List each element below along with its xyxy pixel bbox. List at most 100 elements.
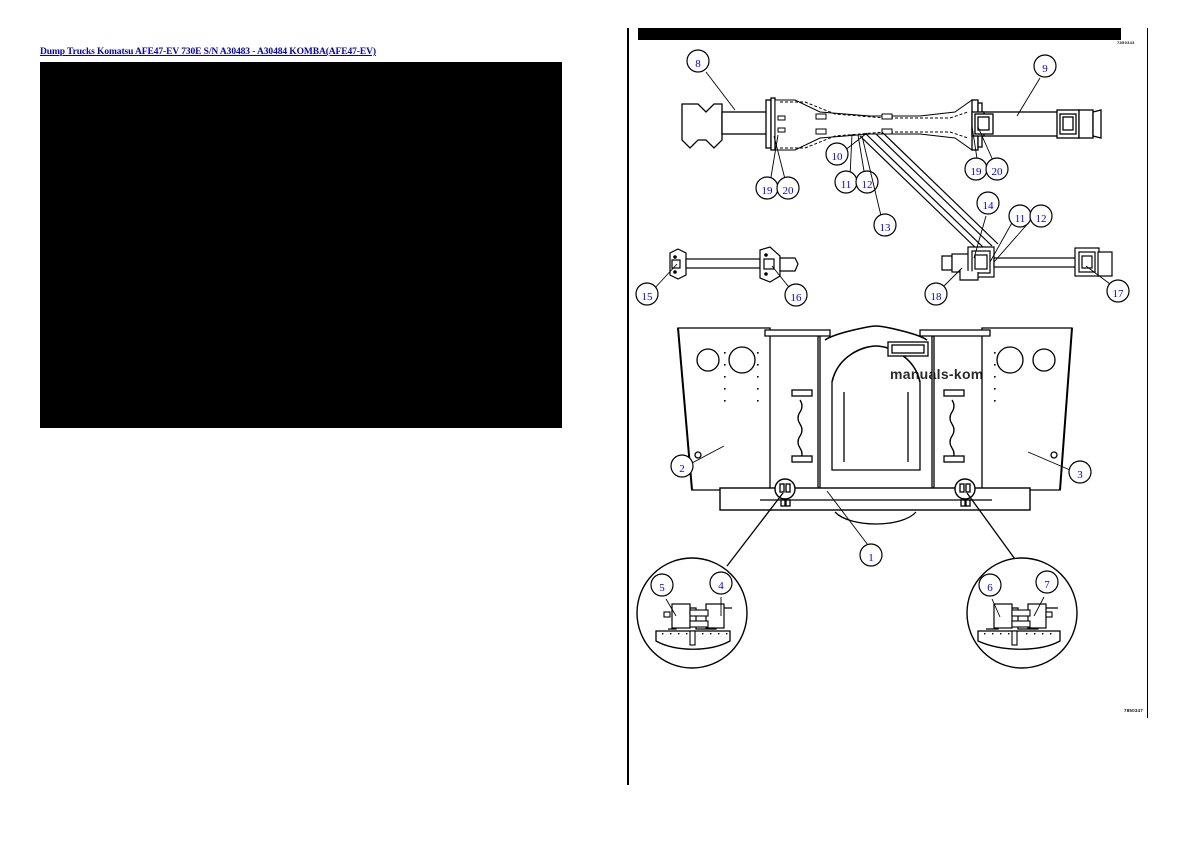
callout-8[interactable]: 8 <box>686 49 736 111</box>
callout-leader-line <box>1033 596 1045 617</box>
callout-number: 19 <box>762 185 774 197</box>
callout-number: 14 <box>983 200 995 212</box>
callout-leader-line <box>861 135 883 221</box>
callout-bubble[interactable] <box>855 170 879 194</box>
callout-leader-line <box>826 490 872 550</box>
callout-bubble[interactable] <box>873 213 897 237</box>
callout-20b[interactable]: 20 <box>977 126 1009 181</box>
callout-leader-line <box>705 71 736 111</box>
callout-number: 20 <box>783 185 795 197</box>
callout-4[interactable]: 4 <box>709 571 733 616</box>
callout-1[interactable]: 1 <box>826 490 883 567</box>
page-header-bar <box>638 28 1121 40</box>
callout-bubble[interactable] <box>978 573 1002 597</box>
callout-leader-line <box>769 134 779 184</box>
callout-leader-line <box>665 598 677 617</box>
callout-number: 7 <box>1044 579 1050 591</box>
callout-leader-line <box>691 445 725 464</box>
callout-9[interactable]: 9 <box>1016 54 1057 117</box>
document-title-link[interactable]: Dump Trucks Komatsu AFE47-EV 730E S/N A3… <box>40 47 376 57</box>
left-preview-panel: Dump Trucks Komatsu AFE47-EV 730E S/N A3… <box>40 47 562 428</box>
callout-bubble[interactable] <box>1068 460 1092 484</box>
callout-leader-line <box>973 215 987 259</box>
callout-2[interactable]: 2 <box>670 445 725 478</box>
detail-leader-lines <box>726 492 1021 567</box>
callout-17[interactable]: 17 <box>1085 265 1130 303</box>
callout-14[interactable]: 14 <box>973 191 1000 259</box>
callout-11[interactable]: 11 <box>834 133 858 194</box>
left-axle-beam <box>681 97 781 151</box>
callout-number: 3 <box>1077 469 1083 481</box>
callout-number: 19 <box>971 166 983 178</box>
detail-circle-right <box>966 557 1078 669</box>
tie-rod-left <box>669 246 799 283</box>
mount-block-left <box>774 478 796 507</box>
right-axle-beam <box>971 99 1102 151</box>
callout-number: 9 <box>1042 63 1048 75</box>
callout-5[interactable]: 5 <box>650 573 677 617</box>
callout-bubble[interactable] <box>650 573 674 597</box>
callout-number: 12 <box>862 179 873 191</box>
callout-number: 10 <box>832 151 844 163</box>
callout-bubble[interactable] <box>1035 570 1059 594</box>
header-part-code: 7850343 <box>1117 40 1135 45</box>
callout-12b[interactable]: 12 <box>993 204 1053 263</box>
callout-10[interactable]: 10 <box>825 132 868 166</box>
callout-18[interactable]: 18 <box>924 267 963 306</box>
callout-19b[interactable]: 19 <box>964 125 988 181</box>
callout-number: 1 <box>868 552 874 564</box>
callout-number: 2 <box>679 463 685 475</box>
page-border-right <box>1147 28 1149 718</box>
callout-bubble[interactable] <box>776 176 800 200</box>
footer-part-code: 7850347 <box>1124 708 1143 713</box>
callout-16[interactable]: 16 <box>771 265 808 307</box>
callout-number: 11 <box>1015 213 1026 225</box>
callout-number: 6 <box>987 582 993 594</box>
center-housing <box>774 99 973 151</box>
page-thumbnail[interactable] <box>40 62 562 428</box>
callout-3[interactable]: 3 <box>1027 451 1092 484</box>
callout-bubble[interactable] <box>686 49 710 73</box>
callout-11b[interactable]: 11 <box>989 204 1032 263</box>
callout-number: 16 <box>791 292 803 304</box>
callout-bubble[interactable] <box>1106 279 1130 303</box>
mount-block-right <box>954 478 976 507</box>
callout-13[interactable]: 13 <box>861 135 897 237</box>
callout-leader-line <box>652 263 678 291</box>
callout-leader-line <box>991 598 1001 618</box>
callout-bubble[interactable] <box>784 283 808 307</box>
callout-number: 18 <box>931 291 943 303</box>
callout-leader-line <box>843 132 868 152</box>
callout-number: 4 <box>718 580 724 592</box>
callout-bubble[interactable] <box>1033 54 1057 78</box>
callout-bubble[interactable] <box>709 571 733 595</box>
callout-19[interactable]: 19 <box>755 134 779 200</box>
main-frame-assembly <box>677 325 1073 525</box>
callout-20[interactable]: 20 <box>773 135 800 200</box>
callout-12[interactable]: 12 <box>855 134 879 194</box>
callout-number: 12 <box>1036 213 1047 225</box>
callout-leader-line <box>857 134 866 178</box>
callout-7[interactable]: 7 <box>1033 570 1059 617</box>
callout-leader-line <box>849 133 853 178</box>
callout-number: 17 <box>1113 288 1125 300</box>
callout-number: 5 <box>659 582 665 594</box>
callout-bubble[interactable] <box>924 282 948 306</box>
callout-number: 15 <box>642 291 654 303</box>
page-border-left <box>627 28 629 785</box>
callout-bubble[interactable] <box>859 543 883 567</box>
callout-bubble[interactable] <box>635 282 659 306</box>
callout-number: 13 <box>880 222 892 234</box>
callout-bubble[interactable] <box>825 142 849 166</box>
callout-bubble[interactable] <box>976 191 1000 215</box>
diagonal-strut-links <box>859 131 999 253</box>
callout-bubble[interactable] <box>1029 204 1053 228</box>
callout-15[interactable]: 15 <box>635 263 678 306</box>
callout-6[interactable]: 6 <box>978 573 1002 618</box>
detail-circle-left <box>636 557 748 669</box>
callout-bubble[interactable] <box>985 157 1009 181</box>
parts-diagram-panel: 7850343 7850347 manuals-komatsu.com <box>620 0 1190 842</box>
callout-number: 20 <box>992 166 1004 178</box>
callout-bubble[interactable] <box>670 454 694 478</box>
